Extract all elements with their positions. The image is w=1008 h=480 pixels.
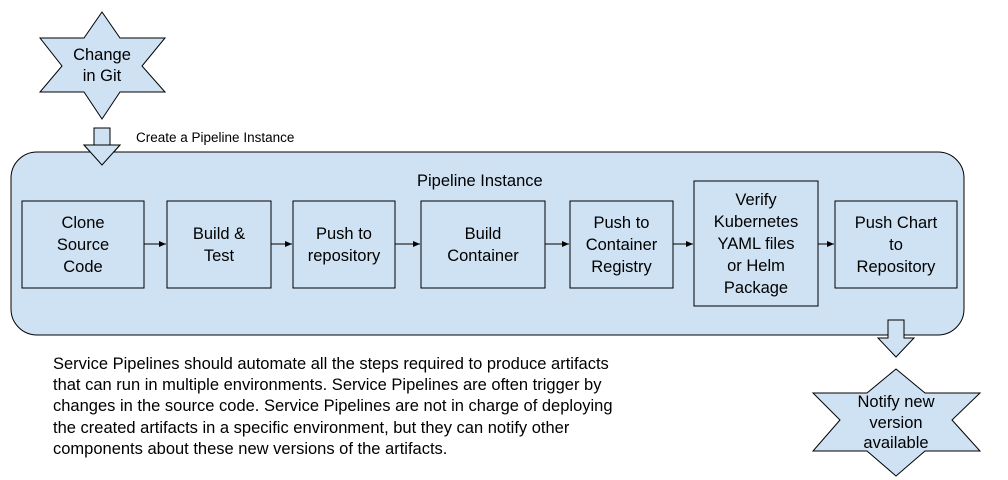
stage-box-push-registry [569,200,674,289]
stage-box-build-test [166,200,272,289]
stage-label-build-test: Build & Test [192,224,246,265]
stage-label-push-chart: Push Chart to Repository [854,213,938,276]
notify-star-shape [811,368,982,477]
stage-label-push-registry: Push to Container Registry [585,213,658,276]
stage-box-clone [21,200,145,289]
notify-label: Notify new version available [857,393,935,453]
create-instance-arrow-head [82,144,122,166]
stage-label-clone: Clone Source Code [56,213,110,276]
stage-label-verify: Verify Kubernetes YAML files or Helm Pac… [713,190,799,297]
stage-box-verify [693,180,819,307]
notify-arrow [876,319,916,358]
create-instance-caption: Create a Pipeline Instance [136,130,295,145]
stage-box-build-container [420,200,546,289]
description-text: Service Pipelines should automate all th… [53,355,613,458]
pipeline-instance-title: Pipeline Instance [417,172,543,190]
stage-box-push-repo [292,200,396,289]
stage-box-push-chart [834,200,958,289]
trigger-label: Change in Git [73,46,131,85]
stage-label-build-container: Build Container [447,224,519,265]
trigger-star-shape [38,11,167,120]
stage-label-push-repo: Push to repository [307,224,381,265]
